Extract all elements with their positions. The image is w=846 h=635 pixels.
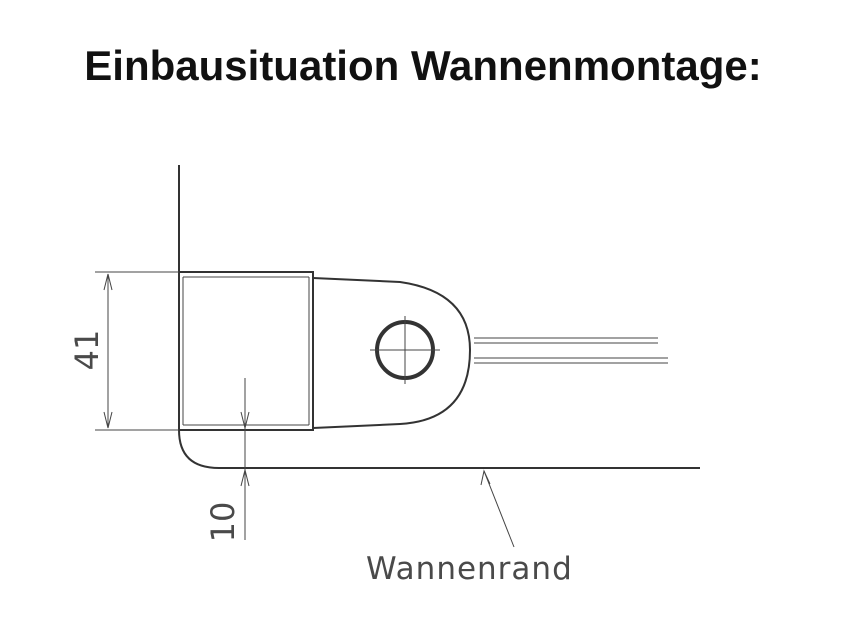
tub-edge-outline (178, 429, 700, 469)
dim-10-text: 10 (204, 502, 242, 543)
dim-41-text: 41 (68, 330, 106, 371)
dim-41-arrow-top (103, 273, 113, 291)
tub-edge-leader-line (483, 470, 515, 548)
tub-edge-label: Wannenrand (366, 551, 573, 587)
dim-10-arrow-down (240, 411, 250, 429)
bracket-tab (312, 277, 472, 429)
dim-41-arrow-bottom (103, 411, 113, 429)
page-title: Einbausituation Wannenmontage: (84, 42, 762, 89)
dim-10-arrow-up (240, 469, 250, 487)
bracket-sleeve (178, 271, 314, 431)
tub-edge-leader-arrow (480, 469, 491, 486)
